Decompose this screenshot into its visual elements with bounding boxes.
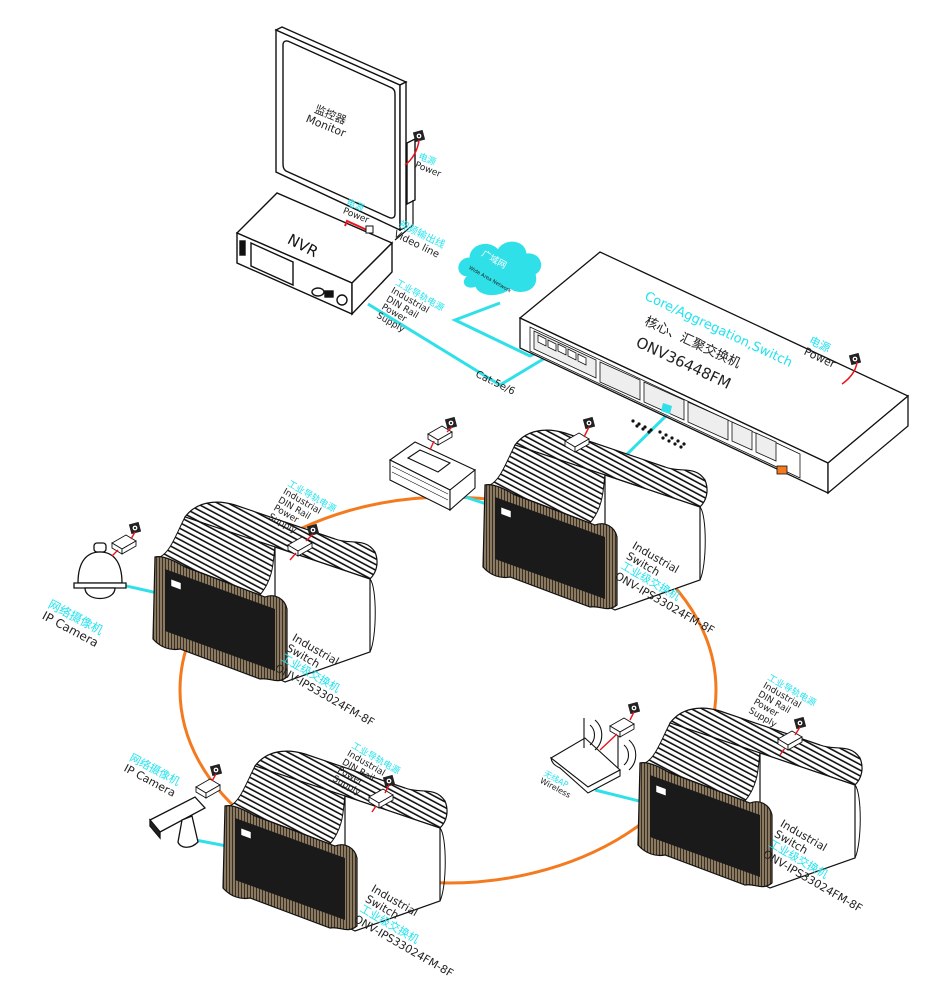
core-power-socket [848,352,862,366]
bullet-camera-power-adapter [195,778,221,799]
nvr-power-cable [344,219,368,231]
nvr-power-socket [365,225,374,234]
bullet-camera-icon [148,796,207,848]
core-switch-ports [533,330,788,475]
plc-controller [388,441,477,512]
video-line-cable [394,200,414,241]
industrial-switch-left [152,501,378,683]
nvr-to-core-cable [367,302,546,387]
dome-camera-icon [73,542,127,600]
core-switch-vent-dots [631,419,686,449]
wan-cloud-icon [458,241,542,295]
monitor [274,26,416,232]
wireless-ap-icon [550,718,637,794]
core-power-cable [841,361,858,385]
monitor-power-cable [404,139,420,166]
nvr-device [235,192,394,316]
core-uplink-port-highlight [661,403,672,414]
ap-power-adapter [609,717,635,738]
